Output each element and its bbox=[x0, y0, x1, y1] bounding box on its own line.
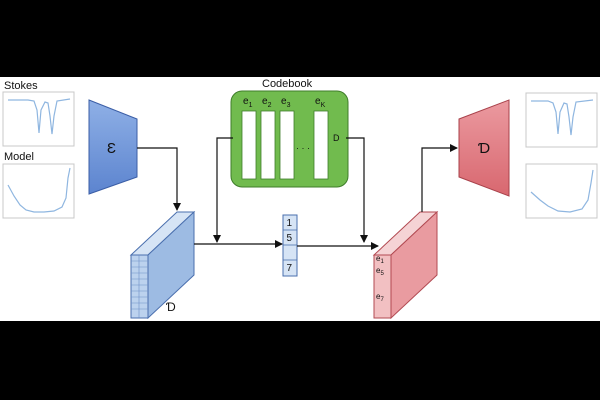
quantized-entry-e5: e5 bbox=[376, 266, 384, 277]
svg-text:e7: e7 bbox=[376, 292, 384, 303]
arrow-codebook-to-lookup bbox=[213, 137, 233, 243]
codebook-entry-e2: e2 bbox=[262, 96, 272, 109]
index-cell-2: 5 bbox=[287, 233, 293, 244]
svg-text:e5: e5 bbox=[376, 266, 384, 277]
codebook-entry-e1: e1 bbox=[243, 96, 253, 109]
svg-text:e3: e3 bbox=[281, 96, 291, 109]
quantized-entry-e7: e7 bbox=[376, 292, 384, 303]
codebook-ellipsis: · · · bbox=[296, 143, 310, 153]
stokes-label: Stokes bbox=[4, 80, 38, 92]
arrow-encoder-to-latent bbox=[137, 147, 181, 211]
codebook-title: Codebook bbox=[262, 78, 313, 90]
encoder-label: Ɛ bbox=[107, 140, 116, 157]
decoder-block bbox=[458, 99, 510, 197]
encoder-block bbox=[88, 99, 138, 195]
index-cell-1: 1 bbox=[287, 218, 293, 229]
latent-label: Ɗ bbox=[166, 300, 176, 314]
stokes-input-plot bbox=[2, 91, 75, 147]
codebook-vector-e1 bbox=[241, 110, 257, 180]
quantized-block bbox=[372, 210, 439, 320]
svg-text:e2: e2 bbox=[262, 96, 272, 109]
model-output-plot bbox=[525, 163, 598, 219]
codebook-vector-e2 bbox=[260, 110, 276, 180]
codebook-vector-e3 bbox=[279, 110, 295, 180]
model-input-plot bbox=[2, 163, 75, 219]
latent-block bbox=[129, 210, 196, 320]
flow-arrows bbox=[137, 137, 458, 250]
codebook-entry-eK: eK bbox=[315, 96, 326, 109]
decoder-label: Ɗ bbox=[478, 140, 490, 157]
codebook-dim-label: D bbox=[333, 133, 340, 143]
codebook-block bbox=[230, 90, 349, 188]
quantized-entry-e1: e1 bbox=[376, 254, 384, 265]
arrow-quantized-to-decoder bbox=[421, 144, 458, 212]
model-label: Model bbox=[4, 151, 34, 163]
codebook-entry-e3: e3 bbox=[281, 96, 291, 109]
arrow-codebook-to-quantized bbox=[346, 137, 368, 243]
codebook-vector-eK bbox=[313, 110, 329, 180]
svg-text:eK: eK bbox=[315, 96, 326, 109]
index-cell-4: 7 bbox=[287, 263, 293, 274]
svg-text:e1: e1 bbox=[376, 254, 384, 265]
stokes-output-plot bbox=[525, 92, 598, 148]
svg-text:e1: e1 bbox=[243, 96, 253, 109]
